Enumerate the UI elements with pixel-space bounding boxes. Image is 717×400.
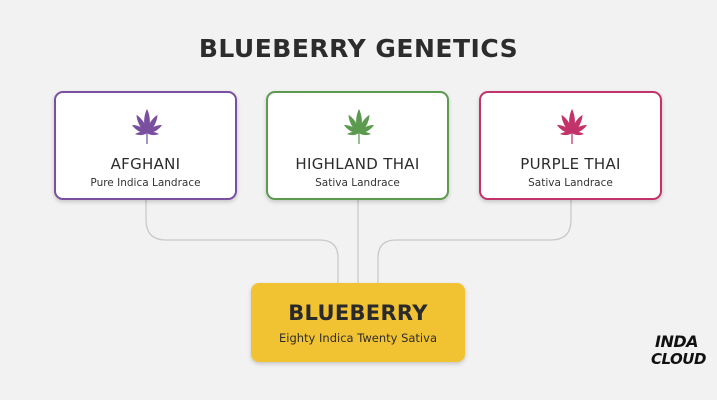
- leaflet: [343, 125, 359, 134]
- leaflet: [359, 125, 375, 134]
- result-card-blueberry: BLUEBERRY Eighty Indica Twenty Sativa: [251, 283, 465, 362]
- leaflet: [147, 131, 159, 136]
- leaflet: [572, 125, 588, 134]
- result-subtitle: Eighty Indica Twenty Sativa: [279, 331, 437, 345]
- cannabis-leaf-icon: [131, 109, 163, 144]
- connector-purple-thai: [377, 200, 572, 283]
- cannabis-leaf-icon: [556, 109, 588, 144]
- leaflet: [561, 114, 573, 133]
- parent-name: HIGHLAND THAI: [295, 155, 420, 173]
- parent-subtitle: Sativa Landrace: [528, 177, 613, 189]
- logo-line-2: CLOUD: [651, 350, 706, 368]
- leaflet: [131, 125, 147, 134]
- leaflet: [146, 114, 158, 133]
- inda-cloud-logo: INDA CLOUD: [651, 333, 711, 391]
- parent-subtitle: Pure Indica Landrace: [90, 177, 201, 189]
- leaflet: [348, 114, 360, 133]
- logo-line-1: INDA: [655, 332, 699, 351]
- leaflet: [136, 114, 148, 133]
- leaflet: [347, 131, 359, 136]
- leaflet: [571, 114, 583, 133]
- parent-name: PURPLE THAI: [520, 155, 621, 173]
- leaflet: [135, 131, 147, 136]
- leaflet: [358, 114, 370, 133]
- parent-card-afghani: AFGHANI Pure Indica Landrace: [54, 91, 237, 200]
- parent-card-highland-thai: HIGHLAND THAI Sativa Landrace: [266, 91, 449, 200]
- leaflet: [556, 125, 572, 134]
- leaflet: [359, 131, 371, 136]
- result-name: BLUEBERRY: [288, 301, 428, 325]
- connector-afghani: [145, 200, 339, 283]
- leaflet: [147, 125, 163, 134]
- leaflet: [560, 131, 572, 136]
- page-title: BLUEBERRY GENETICS: [198, 34, 519, 63]
- parent-subtitle: Sativa Landrace: [315, 177, 400, 189]
- parent-card-purple-thai: PURPLE THAI Sativa Landrace: [479, 91, 662, 200]
- leaflet: [572, 131, 584, 136]
- cannabis-leaf-icon: [343, 109, 375, 144]
- parent-name: AFGHANI: [110, 155, 181, 173]
